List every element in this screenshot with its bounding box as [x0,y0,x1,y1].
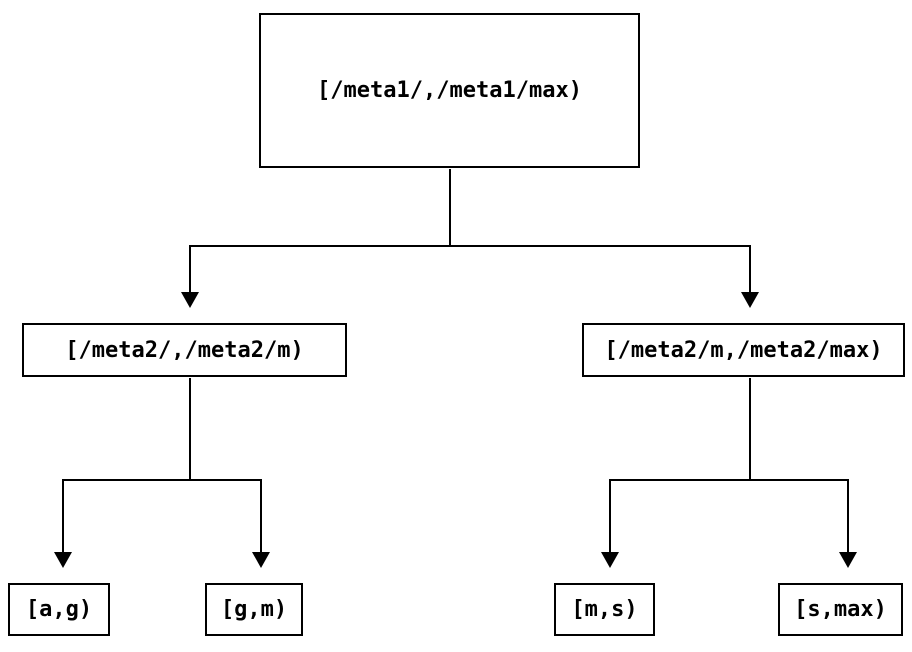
tree-node-right-child-label: [/meta2/m,/meta2/max) [604,337,883,363]
tree-node-right-child: [/meta2/m,/meta2/max) [582,323,905,377]
tree-node-root: [/meta1/,/meta1/max) [259,13,640,168]
tree-leaf-label: [g,m) [220,597,288,622]
arrow-down-icon [601,552,619,568]
arrow-down-icon [741,292,759,308]
tree-leaf-node: [m,s) [554,583,655,636]
tree-leaf-node: [g,m) [205,583,303,636]
tree-leaf-label: [a,g) [25,597,93,622]
tree-leaf-node: [a,g) [8,583,110,636]
tree-leaf-label: [s,max) [794,597,887,622]
tree-node-left-child-label: [/meta2/,/meta2/m) [65,337,304,363]
arrow-down-icon [252,552,270,568]
tree-node-root-label: [/meta1/,/meta1/max) [317,78,582,103]
arrow-down-icon [839,552,857,568]
tree-leaf-node: [s,max) [778,583,903,636]
tree-leaf-label: [m,s) [571,597,638,622]
arrow-down-icon [54,552,72,568]
tree-node-left-child: [/meta2/,/meta2/m) [22,323,347,377]
arrow-down-icon [181,292,199,308]
